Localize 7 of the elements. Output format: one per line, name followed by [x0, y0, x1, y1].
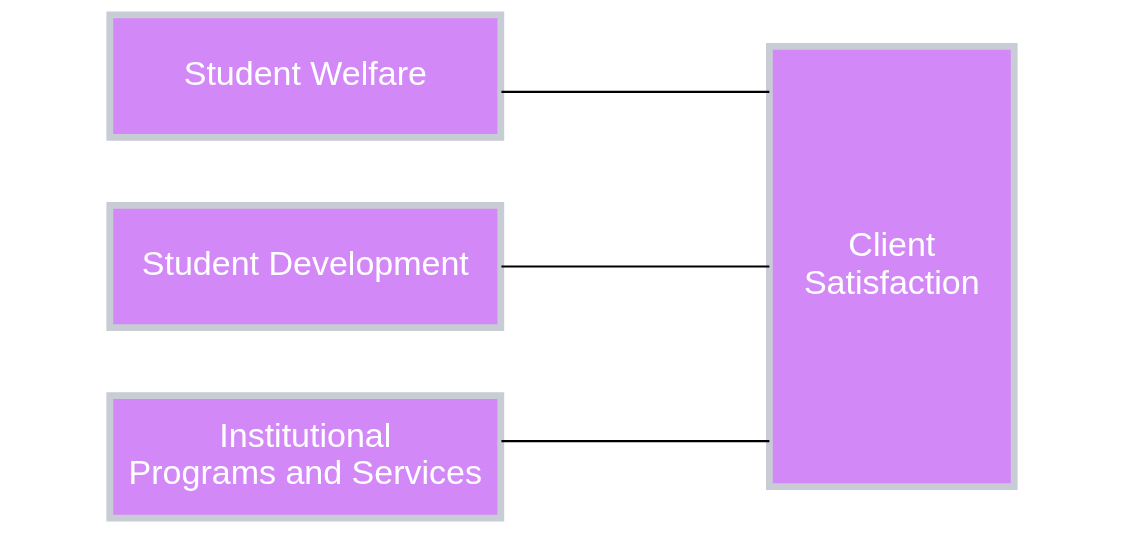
connector — [500, 90, 769, 93]
node-box: Student Welfare — [105, 11, 504, 141]
node-box: Institutional Programs and Services — [105, 392, 504, 522]
node-box: Student Development — [105, 201, 504, 332]
connector — [500, 440, 769, 443]
connector — [500, 265, 769, 268]
node-box: Client Satisfaction — [765, 42, 1018, 491]
